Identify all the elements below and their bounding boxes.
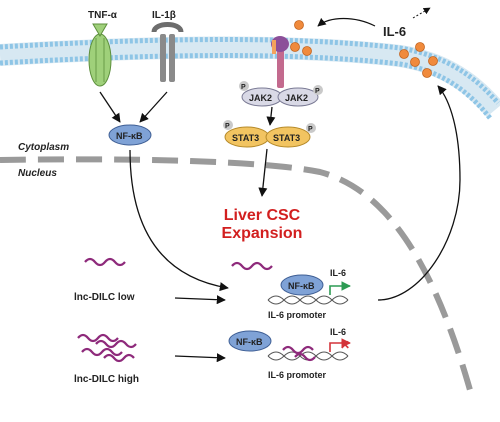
lnc-rna-high	[77, 333, 137, 363]
il1b-receptor	[151, 22, 184, 82]
phospho-jak2-left: P	[241, 84, 246, 91]
stat3-dimer: STAT3 STAT3 P P	[223, 120, 316, 148]
jak2-complex: JAK2 JAK2 P P	[239, 81, 323, 107]
stat3-right-label: STAT3	[273, 133, 300, 143]
phospho-stat3-right: P	[308, 126, 313, 133]
jak2-left-label: JAK2	[249, 93, 272, 103]
cell-membrane	[0, 36, 500, 120]
il6-gene-label-lower: IL-6	[330, 327, 346, 337]
bound-lnc-rna	[282, 345, 316, 362]
il6-ligands	[290, 20, 438, 78]
il6-promoter-label-lower: IL-6 promoter	[268, 370, 327, 380]
il6-promoter-label-upper: IL-6 promoter	[268, 310, 327, 320]
nfkb-bound-label: NF-κB	[288, 281, 315, 291]
cytoplasm-label: Cytoplasm	[18, 142, 69, 153]
il6-receptor	[271, 36, 289, 88]
nuclear-envelope	[0, 156, 473, 391]
nfkb-free: NF-κB	[228, 330, 272, 352]
phospho-stat3-left: P	[225, 123, 230, 130]
nfkb-label: NF-κB	[116, 131, 143, 141]
il6-gene-label-upper: IL-6	[330, 268, 346, 278]
tnf-receptor	[88, 23, 112, 87]
lnc-dilc-low-label: lnc-DILC low	[74, 292, 135, 303]
nfkb-free-label: NF-κB	[236, 337, 263, 347]
lnc-rna-low	[84, 257, 126, 267]
outcome-line2: Expansion	[222, 225, 303, 242]
nfkb-cytoplasm: NF-κB	[108, 124, 152, 146]
il1b-label: IL-1β	[152, 10, 176, 21]
stat3-left-label: STAT3	[232, 133, 259, 143]
tnf-alpha-label: TNF-α	[88, 10, 118, 21]
dna-helix-upper	[267, 295, 349, 305]
lnc-dilc-high-label: lnc-DILC high	[74, 374, 139, 385]
nucleus-label: Nucleus	[18, 168, 57, 179]
nuclear-lnc-rna	[231, 261, 273, 271]
il6-secreted-label: IL-6	[383, 24, 406, 39]
phospho-jak2-right: P	[315, 88, 320, 95]
jak2-right-label: JAK2	[285, 93, 308, 103]
blocked-cross-icon: ✕	[340, 338, 350, 352]
outcome-line1: Liver CSC	[224, 207, 301, 224]
nfkb-bound: NF-κB	[280, 274, 324, 296]
